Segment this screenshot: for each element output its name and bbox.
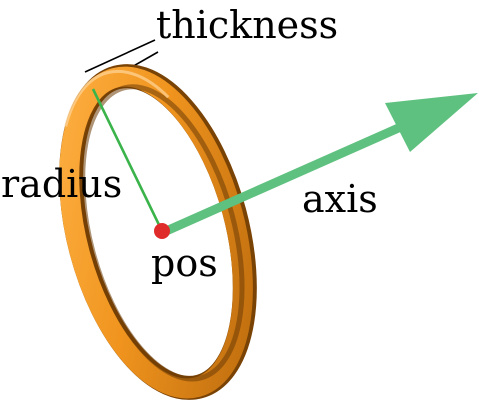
torus-ring-highlight [58,69,240,391]
thickness-leader-outer [84,39,156,73]
axis-arrow-shaft [162,117,414,237]
axis-arrow-head [385,93,478,152]
radius-line [91,88,164,232]
pos-dot [154,223,170,239]
radius-label: radius [1,162,123,206]
thickness-label: thickness [156,3,339,47]
torus-ring-inner-shade [80,84,245,382]
axis-label: axis [302,177,378,221]
pos-label: pos [151,241,218,285]
torus-ring [58,64,257,400]
axis-arrow [162,93,478,237]
